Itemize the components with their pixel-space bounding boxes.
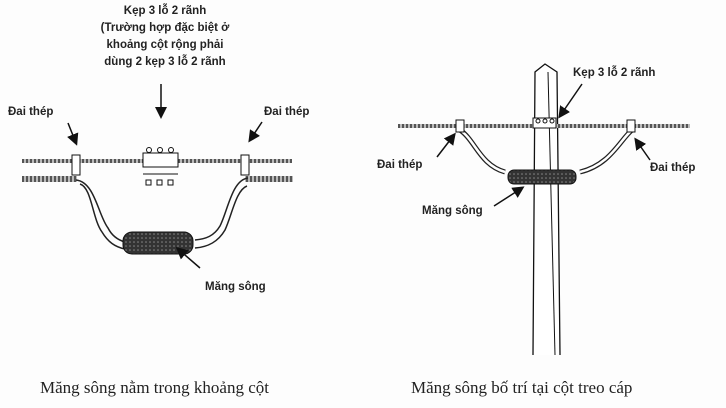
steel-band-arrow-right — [248, 121, 263, 143]
clamp-label-line-3: khoảng cột rộng phải — [107, 39, 224, 51]
steel-band-label-left: Đai thép — [377, 159, 422, 171]
cable-sleeve — [122, 231, 194, 255]
steel-band-arrow-right — [634, 137, 651, 161]
three-bolt-clamp — [532, 117, 557, 129]
caption-right: Măng sông bố trí tại cột treo cáp — [411, 378, 632, 397]
cable-sleeve — [507, 169, 577, 185]
clamp-label: Kẹp 3 lỗ 2 rãnh — [573, 66, 655, 79]
cable-loop-left — [75, 179, 126, 250]
cable-loop-right — [194, 177, 249, 249]
sleeve-label: Măng sông — [205, 281, 266, 293]
steel-band-arrow-left — [67, 122, 79, 146]
right-figure: Kẹp 3 lỗ 2 rãnh Đai thép Đai thép Măng s… — [377, 63, 695, 397]
steel-band-right — [626, 119, 636, 133]
steel-band-right — [240, 154, 250, 176]
clamp-label-line-4: dùng 2 kẹp 3 lỗ 2 rãnh — [104, 55, 225, 68]
caption-left: Măng sông nằm trong khoảng cột — [40, 378, 269, 397]
steel-band-label-right: Đai thép — [650, 162, 695, 174]
cable-right — [245, 176, 293, 182]
clamp-label-line-2: (Trường hợp đặc biệt ở — [101, 22, 231, 34]
steel-band-left — [71, 154, 81, 176]
utility-pole — [532, 63, 561, 356]
sleeve-arrow — [493, 186, 525, 207]
cable-left — [22, 176, 77, 182]
steel-band-label-left: Đai thép — [8, 106, 53, 118]
left-figure: Kẹp 3 lỗ 2 rãnh (Trường hợp đặc biệt ở k… — [8, 4, 309, 397]
steel-band-arrow-left — [436, 132, 456, 158]
clamp-label-line-1: Kẹp 3 lỗ 2 rãnh — [124, 4, 206, 17]
sleeve-arrow — [175, 247, 201, 269]
three-bolt-clamp — [142, 147, 179, 186]
clamp-arrow — [558, 83, 583, 119]
steel-band-label-right: Đai thép — [264, 106, 309, 118]
sleeve-label: Măng sông — [422, 205, 483, 217]
steel-band-left — [455, 119, 465, 133]
